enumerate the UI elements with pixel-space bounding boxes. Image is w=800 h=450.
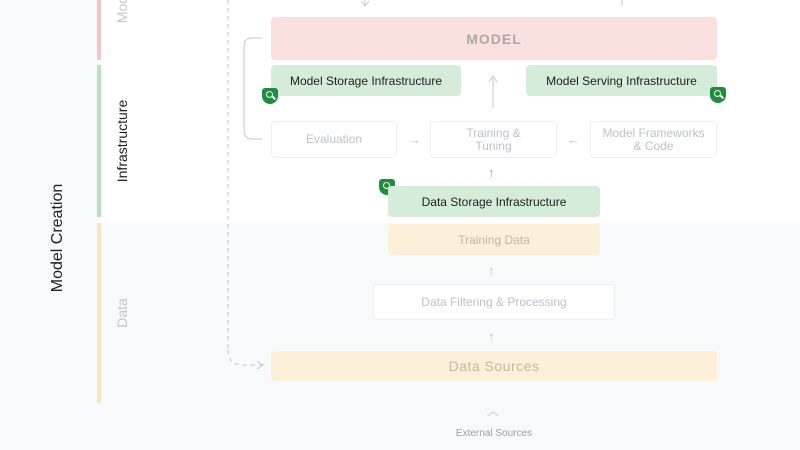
model-storage-box: Model Storage Infrastructure [271,65,461,96]
shield-search-icon [262,88,278,104]
chevron-up-icon: ︿ [487,404,500,418]
infrastructure-stripe [97,65,101,217]
data-stripe [97,223,101,403]
model-stripe [97,0,101,60]
model-box: MODEL [271,17,717,60]
up-arrow-icon: ↑ [488,165,495,180]
dashed-arrowhead [256,360,264,370]
top-arrowhead-left [360,0,370,7]
data-filtering-box: Data Filtering & Processing [373,284,615,320]
up-arrow-icon: ↑ [488,263,495,278]
training-tuning-box: Training & Tuning [430,121,557,158]
shield-search-icon [710,87,726,103]
feedback-bracket [243,37,262,140]
data-storage-box: Data Storage Infrastructure [388,186,600,217]
model-serving-box: Model Serving Infrastructure [526,65,717,96]
up-arrow-icon: ↑ [488,329,495,344]
left-arrow-icon: ← [567,132,580,147]
external-area [0,403,800,450]
data-sources-box: Data Sources [271,351,717,381]
evaluation-box: Evaluation [271,121,397,158]
right-arrow-icon: → [408,132,421,147]
training-data-box: Training Data [388,224,600,255]
model-frameworks-box: Model Frameworks & Code [590,121,717,158]
up-arrowhead [488,75,498,83]
dashed-curve [227,349,262,366]
left-column [0,0,98,450]
external-sources-label: External Sources [455,428,533,439]
